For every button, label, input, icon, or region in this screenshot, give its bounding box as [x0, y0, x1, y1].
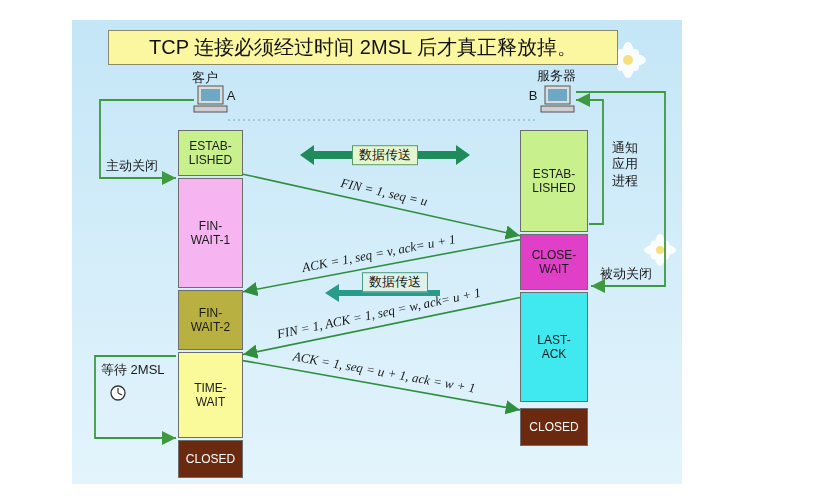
state-name: ESTAB- LISHED: [529, 167, 579, 196]
computer-icon: [194, 86, 227, 112]
slide-background: [72, 20, 682, 484]
annotation-label: 数据传送: [352, 145, 418, 165]
state-box: CLOSED: [178, 440, 243, 478]
message-label: ACK = 1, seq = v, ack= u + 1: [301, 232, 457, 276]
title-banner: TCP 连接必须经过时间 2MSL 后才真正释放掉。: [108, 30, 618, 65]
state-name: FIN- WAIT-2: [186, 306, 236, 335]
state-box: FIN- WAIT-2: [178, 290, 243, 350]
message-label: FIN = 1, seq = u: [339, 176, 428, 210]
state-box: LAST- ACK: [520, 292, 588, 402]
state-name: CLOSED: [186, 452, 236, 466]
computer-icon: [541, 86, 574, 112]
annotation-label: 数据传送: [362, 272, 428, 292]
state-name: TIME- WAIT: [186, 381, 236, 410]
message-label: ACK = 1, seq = u + 1, ack = w + 1: [291, 350, 475, 397]
state-box: ESTAB- LISHED: [520, 130, 588, 232]
wait-bracket: [95, 356, 176, 438]
message-label: FIN = 1, ACK = 1, seq = w, ack= u + 1: [276, 286, 482, 343]
state-box: CLOSED: [520, 408, 588, 446]
state-name: FIN- WAIT-1: [186, 219, 236, 248]
data-transfer-arrow: [300, 145, 470, 165]
annotation-label: 等待 2MSL: [101, 362, 165, 378]
annotation-label: A: [227, 88, 236, 104]
state-box: CLOSE- WAIT: [520, 234, 588, 290]
flower-decoration: [610, 42, 676, 266]
connection-line: [228, 120, 538, 121]
passive-close-line: [576, 92, 665, 286]
annotation-label: 被动关闭: [600, 266, 652, 282]
message-arrow: [243, 174, 520, 236]
state-box: FIN- WAIT-1: [178, 178, 243, 288]
state-name: CLOSE- WAIT: [529, 248, 579, 277]
flower-center: [623, 55, 633, 65]
annotation-label: 服务器: [537, 68, 576, 84]
title-text: TCP 连接必须经过时间 2MSL 后才真正释放掉。: [149, 34, 577, 61]
state-name: CLOSED: [529, 420, 579, 434]
annotation-label: 通知 应用 进程: [612, 140, 641, 189]
clock-icon: [111, 386, 125, 400]
state-name: LAST- ACK: [529, 333, 579, 362]
state-box: ESTAB- LISHED: [178, 130, 243, 176]
state-box: TIME- WAIT: [178, 352, 243, 438]
annotation-label: 主动关闭: [106, 158, 158, 174]
annotation-label: B: [529, 88, 538, 104]
flower-center: [656, 246, 664, 254]
annotation-label: 客户: [192, 70, 218, 86]
state-name: ESTAB- LISHED: [186, 139, 236, 168]
